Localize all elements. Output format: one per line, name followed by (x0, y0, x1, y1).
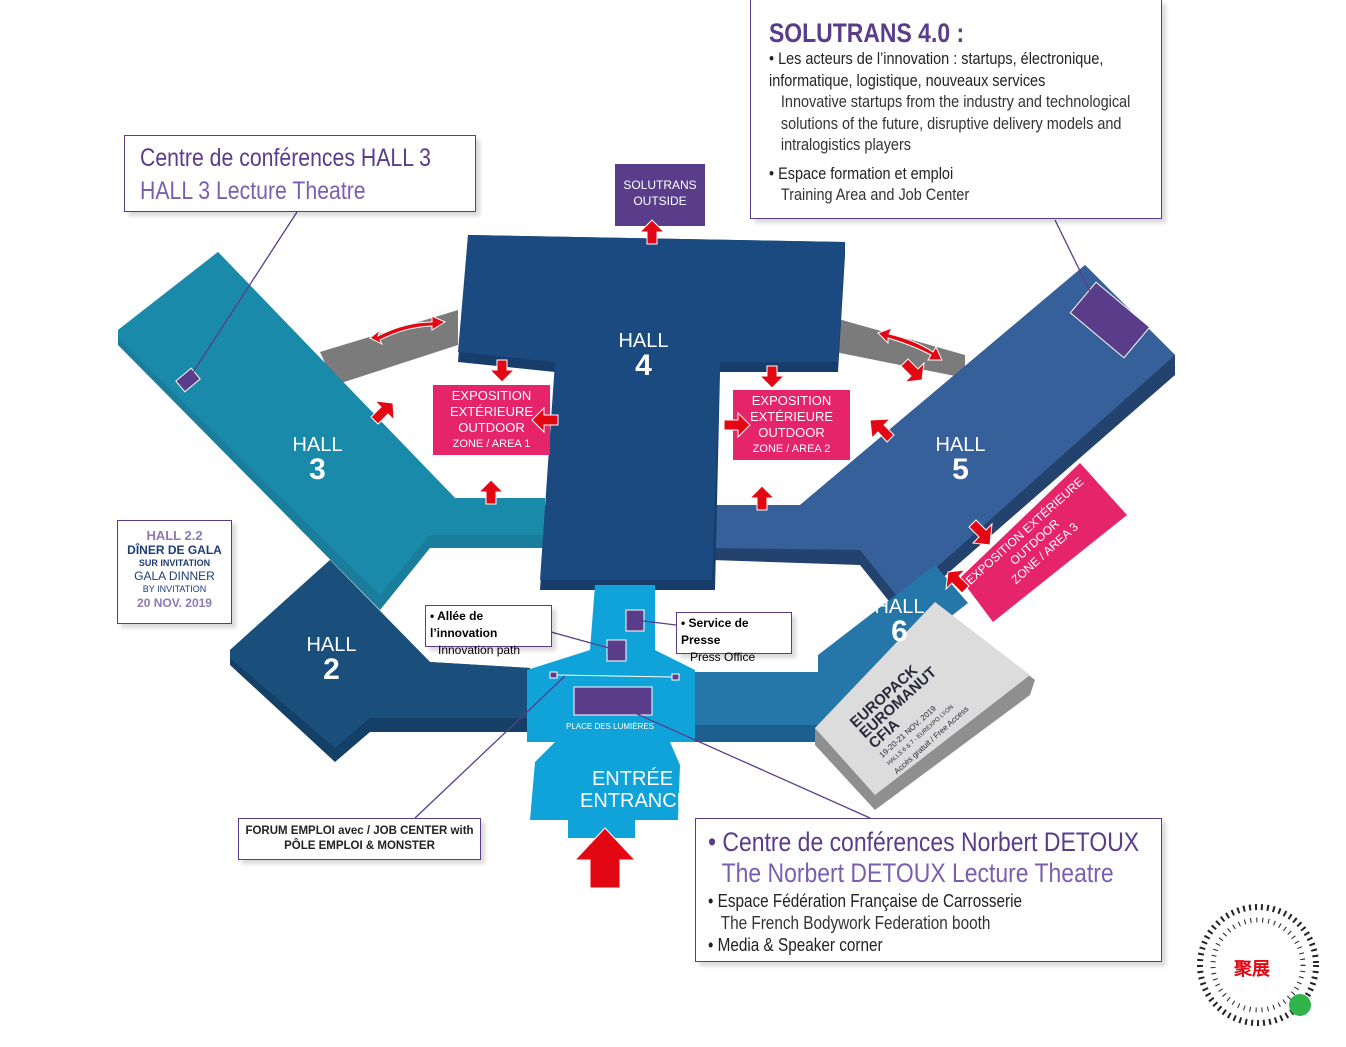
label-line: OUTDOOR (758, 425, 825, 440)
entrance-label[interactable]: ENTRÉE ENTRANCE (580, 768, 691, 812)
solutrans-outside-box (615, 164, 705, 226)
gala-en-sub: BY INVITATION (142, 583, 207, 594)
hall-number: 3 (309, 453, 326, 486)
hall-number: 4 (635, 349, 652, 382)
gala-fr: DÎNER DE GALA (127, 542, 222, 557)
gala-hall: HALL 2.2 (146, 528, 203, 543)
detoux-callout: • Centre de conférences Norbert DETOUX T… (695, 818, 1162, 962)
solutrans40-item: • Les acteurs de l’innovation : startups… (769, 49, 1104, 90)
label-line: OUTSIDE (633, 194, 687, 208)
innovation-path-marker (606, 639, 627, 662)
walkway-hall3-hall4 (320, 310, 458, 385)
direction-arrows (369, 219, 993, 889)
entrance-fr: ENTRÉE (591, 768, 674, 790)
item-fr: Les acteurs de l’innovation : startups, … (769, 49, 1104, 90)
hall-text: HALL (618, 330, 669, 352)
item-en: Innovative startups from the industry an… (780, 92, 1131, 154)
outdoor-area-3 (960, 463, 1127, 622)
callout-fr: Service de Presse (681, 616, 749, 647)
walkway-hall4-hall5 (835, 318, 965, 378)
forum-line: PÔLE EMPLOI & MONSTER (284, 840, 435, 852)
solutrans40-callout: SOLUTRANS 4.0 : • Les acteurs de l’innov… (750, 0, 1162, 219)
callout-title: Centre de conférences HALL 3 (140, 144, 431, 172)
gala-en: GALA DINNER (134, 569, 215, 584)
item-fr: Espace Fédération Française de Carrosser… (717, 891, 1023, 911)
callout-title: SOLUTRANS 4.0 : (769, 18, 965, 48)
label-line: SOLUTRANS (623, 178, 697, 192)
gala-fr-sub: SUR INVITATION (138, 557, 211, 568)
label-line: EXTÉRIEURE (449, 404, 534, 419)
item-fr: Espace formation et emploi (778, 163, 954, 183)
forum-line: FORUM EMPLOI avec / JOB CENTER with (245, 825, 474, 837)
callout-en: Press Office (690, 650, 756, 664)
solutrans40-item: • Espace formation et emploi (769, 163, 954, 183)
callout-subtitle: HALL 3 Lecture Theatre (140, 177, 366, 205)
entrance-en: ENTRANCE (580, 790, 691, 812)
outdoor-area-2-label: EXPOSITION EXTÉRIEURE OUTDOOR ZONE / ARE… (733, 393, 850, 457)
callout-fr: Allée de l’innovation (430, 609, 498, 640)
innovation-path-callout: • Allée de l’innovation Innovation path (425, 605, 552, 657)
place-des-lumieres-label: PLACE DES LUMIÈRES (565, 722, 655, 731)
gala-date: 20 NOV. 2019 (137, 596, 212, 611)
hall-number: 5 (952, 453, 969, 486)
outdoor-area-2 (733, 390, 850, 460)
callout-en: Innovation path (438, 643, 521, 657)
item-fr: Media & Speaker corner (717, 935, 883, 955)
qr-code (1197, 904, 1319, 1026)
label-line: ZONE / AREA 2 (752, 443, 831, 455)
item-en: Training Area and Job Center (780, 185, 970, 204)
hall-text: HALL (935, 434, 986, 456)
hall3-lecture-callout: Centre de conférences HALL 3 HALL 3 Lect… (124, 135, 476, 212)
hall-text: HALL (874, 596, 925, 618)
solutrans40-marker (1069, 281, 1151, 359)
outdoor-area-1 (433, 385, 550, 455)
gala-dinner-callout: HALL 2.2 DÎNER DE GALA SUR INVITATION GA… (117, 520, 232, 624)
hall-number: 6 (891, 615, 908, 648)
label-line: EXTÉRIEURE (749, 409, 834, 424)
callout-subtitle: The Norbert DETOUX Lecture Theatre (721, 858, 1114, 888)
hall-number: 2 (323, 653, 340, 686)
callout-title: Centre de conférences Norbert DETOUX (722, 827, 1140, 857)
hall-text: HALL (306, 634, 357, 656)
label-line: EXPOSITION (751, 393, 832, 408)
job-forum-callout: FORUM EMPLOI avec / JOB CENTER with PÔLE… (238, 818, 481, 860)
label-line: EXPOSITION (451, 388, 532, 403)
hall-text: HALL (292, 434, 343, 456)
label-line: OUTDOOR (458, 420, 525, 435)
label-line: ZONE / AREA 1 (452, 438, 531, 450)
press-office-callout: • Service de Presse Press Office (676, 612, 792, 664)
hall-6-shape (818, 565, 968, 705)
outdoor-area-1-label: EXPOSITION EXTÉRIEURE OUTDOOR ZONE / ARE… (433, 388, 550, 452)
qr-label: 聚展 (1234, 959, 1270, 979)
item-en: The French Bodywork Federation booth (720, 913, 991, 933)
place-des-lumieres-marker (573, 686, 653, 716)
solutrans-outside-label[interactable]: SOLUTRANS OUTSIDE (615, 177, 705, 209)
